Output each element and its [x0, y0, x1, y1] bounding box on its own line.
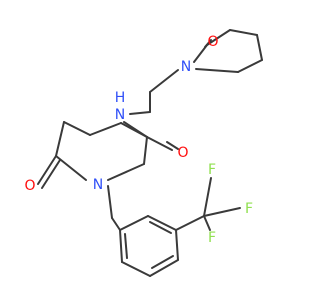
atom-o-lactam: O [24, 178, 35, 194]
bond-35 [203, 207, 241, 217]
bond-24 [119, 215, 149, 231]
bond-lines [37, 29, 263, 277]
bond-20 [37, 155, 57, 185]
bond-18 [55, 121, 65, 157]
atom-f-right: F [245, 201, 253, 217]
bond-30 [149, 221, 172, 234]
bond-11 [146, 136, 173, 151]
bond-12 [166, 141, 179, 150]
bond-26 [175, 229, 179, 261]
atom-f-top: F [208, 162, 216, 178]
bond-2 [229, 29, 258, 36]
bond-7 [149, 69, 179, 93]
bond-1 [206, 29, 231, 46]
bond-27 [149, 259, 179, 277]
bond-5 [195, 68, 239, 73]
bond-32 [124, 233, 128, 259]
bond-23 [111, 217, 121, 231]
bond-36 [203, 215, 211, 231]
molecule-structure: O N N H O O N F F F [24, 29, 263, 277]
bond-28 [121, 261, 151, 277]
bond-31 [151, 255, 174, 269]
bond-13 [143, 136, 148, 165]
bond-17 [63, 121, 91, 136]
bond-9 [129, 111, 151, 115]
bond-33 [175, 215, 205, 231]
bond-21 [41, 159, 61, 189]
atom-n-piperidine: N [93, 177, 103, 193]
atom-n-pyrrolidinone: N [181, 59, 191, 75]
bond-16 [89, 122, 122, 136]
atom-o-pyrrolidinone: O [207, 34, 218, 50]
bond-4 [237, 59, 263, 73]
bond-15 [120, 122, 148, 138]
bond-22 [107, 185, 113, 219]
bond-25 [147, 215, 177, 231]
bond-34 [203, 177, 212, 217]
atom-h-amide: H [115, 90, 126, 106]
atom-n-amide: N [115, 107, 125, 123]
bond-3 [256, 34, 263, 61]
bond-29 [119, 229, 123, 263]
bond-6 [204, 39, 212, 48]
bond-14 [107, 163, 145, 181]
atom-o-amide: O [177, 145, 188, 161]
atom-f-bottom: F [208, 230, 216, 246]
